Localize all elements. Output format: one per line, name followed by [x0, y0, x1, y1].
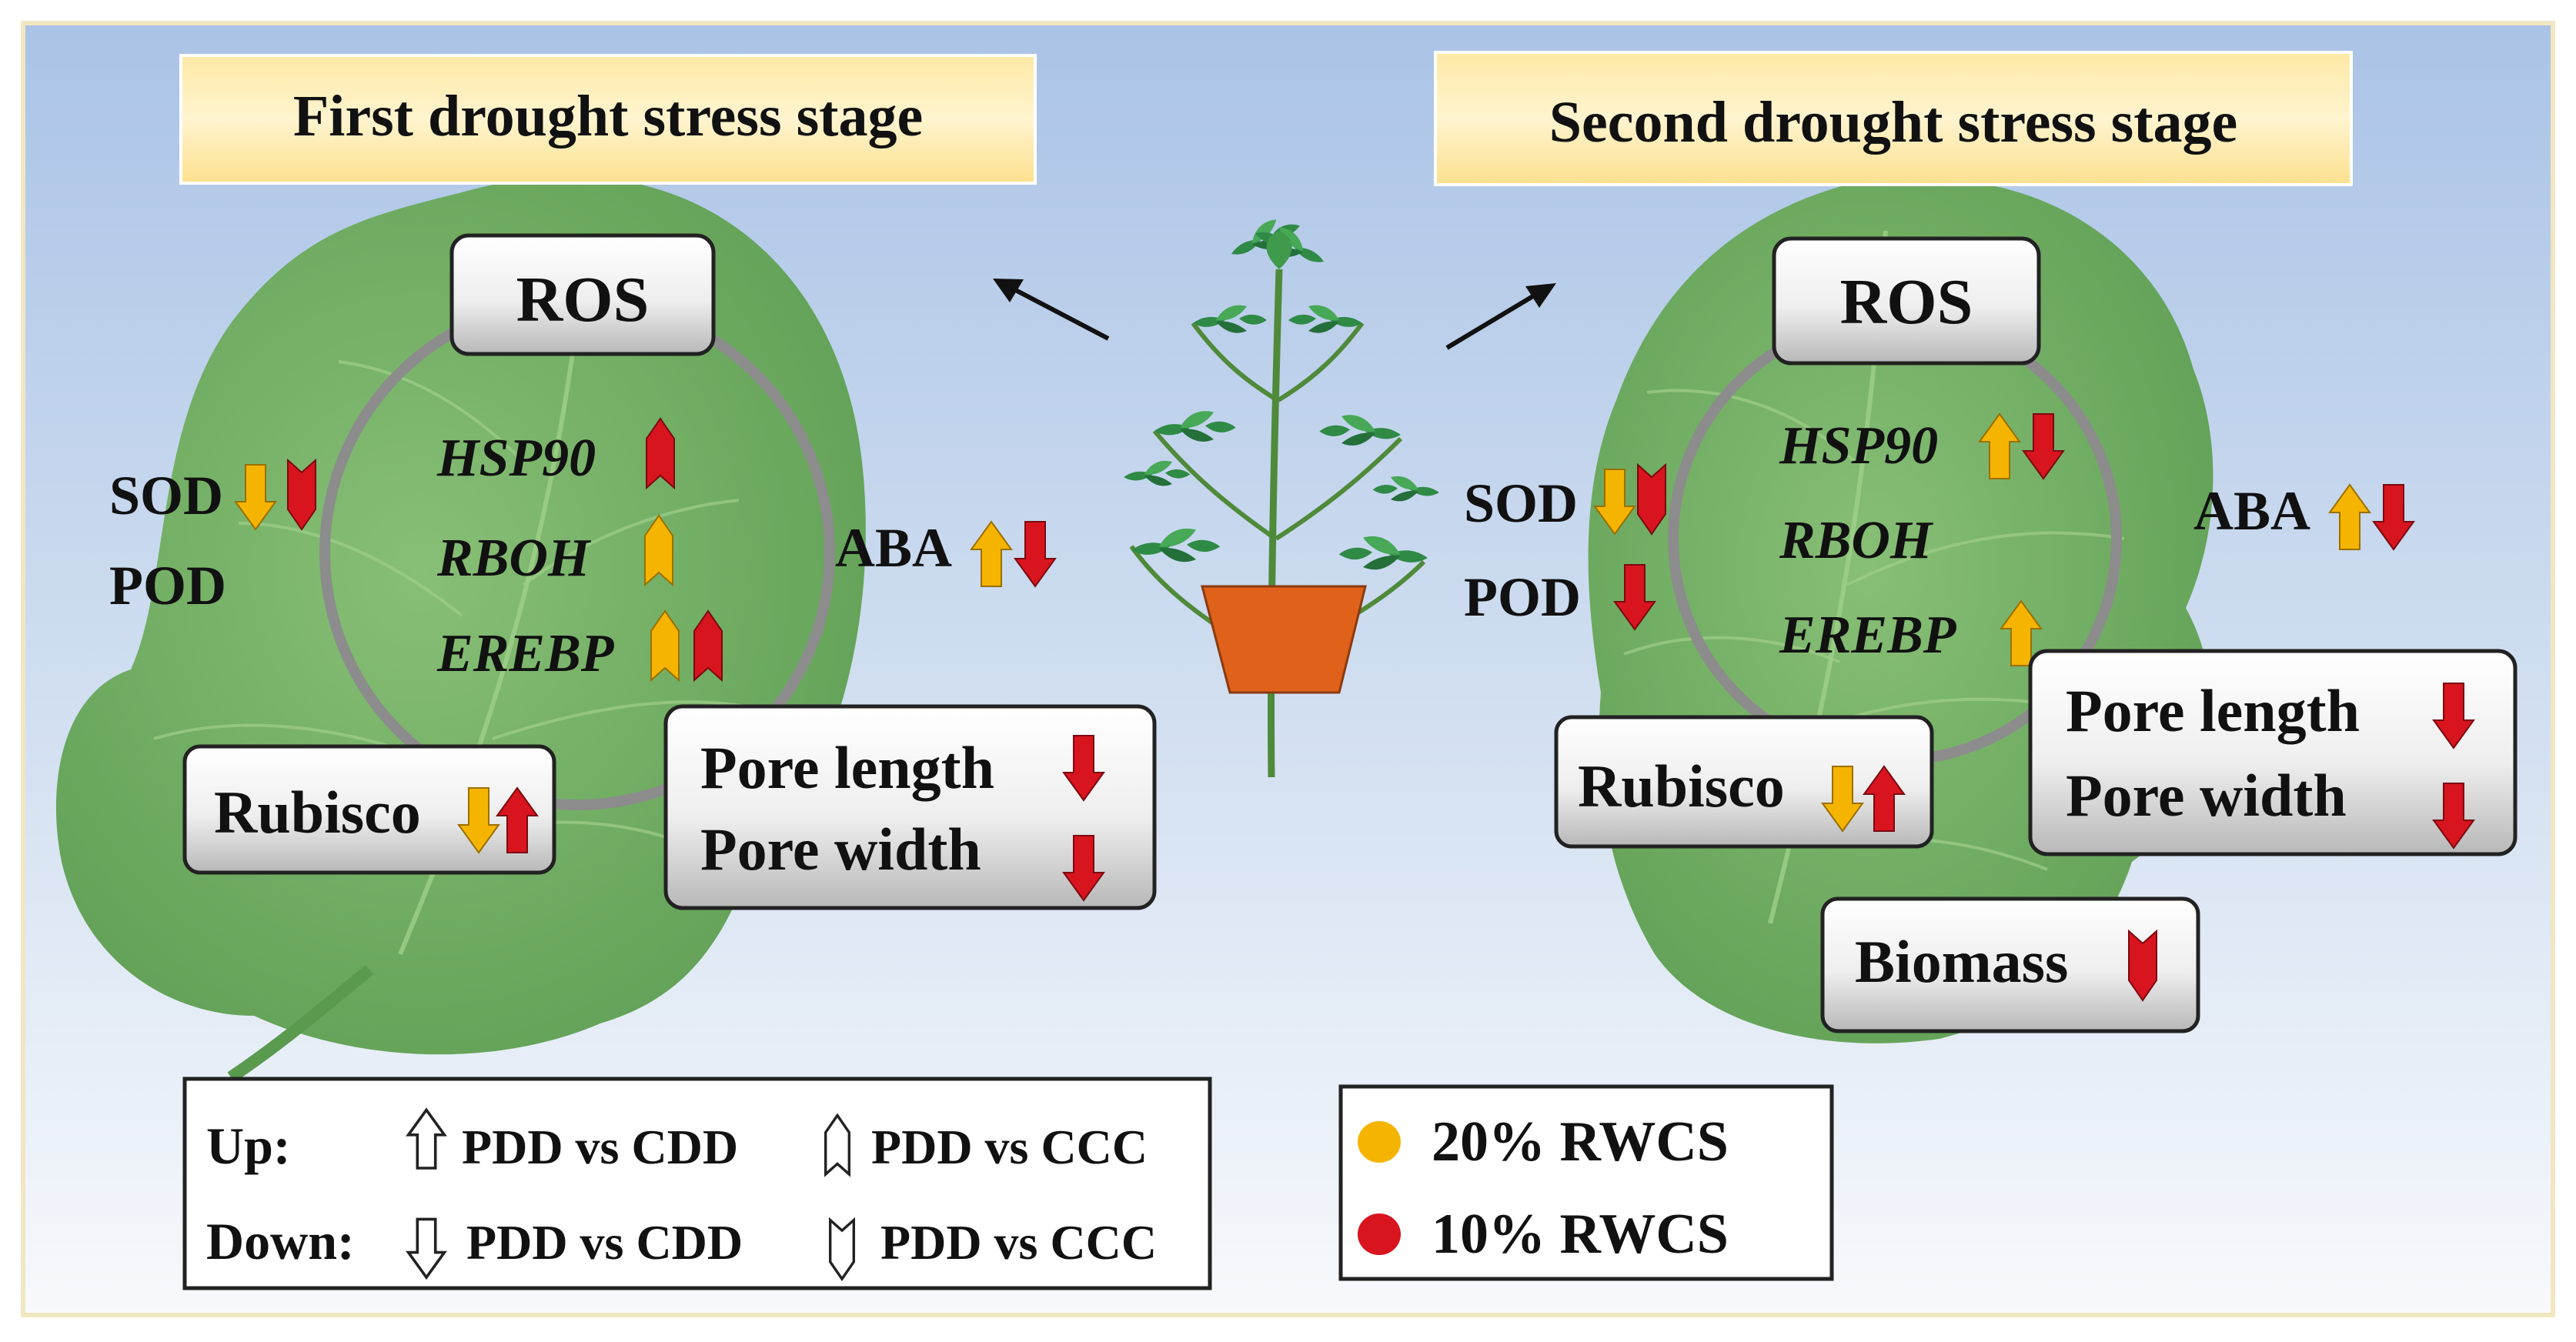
first-stage-title-box: First drought stress stage: [179, 54, 1037, 185]
second-gene-hsp90: HSP90: [1779, 416, 1938, 476]
rwcs-color-legend: 20% RWCS 10% RWCS: [1338, 1084, 1834, 1281]
second-stage-title: Second drought stress stage: [1549, 90, 2237, 155]
first-ros-label: ROS: [516, 264, 650, 336]
first-sod-label: SOD: [109, 465, 223, 526]
first-pore-width-label: Pore width: [700, 816, 981, 883]
second-rubisco-box: Rubisco: [1554, 715, 1934, 849]
first-rubisco-box: Rubisco: [182, 744, 556, 875]
second-pore-length-label: Pore length: [2066, 677, 2360, 744]
legend-rwcs-20-text: 20% RWCS: [1432, 1110, 1729, 1173]
arrow-to-first-stage: [993, 279, 1110, 341]
legend-down-label: Down:: [206, 1212, 355, 1270]
rwcs-10-dot-icon: [1358, 1213, 1401, 1255]
second-pore-box: Pore length Pore width: [2028, 649, 2518, 856]
first-gene-erebp: EREBP: [436, 624, 615, 683]
first-pore-box: Pore length Pore width: [663, 704, 1157, 910]
potted-plant-illustration: [1124, 212, 1439, 778]
second-gene-rboh: RBOH: [1779, 511, 1934, 570]
second-pod-label: POD: [1464, 566, 1581, 628]
first-stage-title: First drought stress stage: [293, 84, 923, 149]
second-ros-box: ROS: [1772, 236, 2041, 366]
second-stage-title-box: Second drought stress stage: [1434, 51, 2353, 186]
arrow-type-legend: Up: Down: PDD vs CDD PDD vs CCC PDD vs C…: [182, 1077, 1212, 1290]
legend-down-ccc-text: PDD vs CCC: [880, 1215, 1157, 1270]
rwcs-20-dot-icon: [1358, 1121, 1401, 1163]
first-aba-label: ABA: [835, 517, 952, 579]
legend-up-cdd-text: PDD vs CDD: [462, 1120, 738, 1174]
first-ros-box: ROS: [449, 233, 716, 356]
legend-up-label: Up:: [206, 1117, 291, 1175]
second-rubisco-label: Rubisco: [1578, 753, 1785, 820]
second-biomass-label: Biomass: [1855, 928, 2068, 995]
legend-rwcs-10-text: 10% RWCS: [1432, 1203, 1729, 1266]
first-pore-length-label: Pore length: [700, 734, 994, 801]
first-rubisco-label: Rubisco: [214, 779, 421, 846]
arrow-to-second-stage: [1445, 283, 1556, 350]
second-pore-width-label: Pore width: [2066, 762, 2347, 829]
second-biomass-box: Biomass: [1820, 896, 2200, 1033]
first-gene-rboh: RBOH: [436, 529, 592, 588]
second-sod-label: SOD: [1464, 472, 1578, 534]
second-aba-label: ABA: [2193, 480, 2310, 542]
legend-down-cdd-text: PDD vs CDD: [466, 1215, 743, 1270]
first-pod-label: POD: [109, 555, 226, 616]
second-ros-label: ROS: [1840, 266, 1973, 338]
second-gene-erebp: EREBP: [1779, 606, 1957, 665]
first-gene-hsp90: HSP90: [436, 429, 596, 488]
legend-up-ccc-text: PDD vs CCC: [871, 1120, 1148, 1174]
outer-frame: [21, 21, 2555, 1317]
